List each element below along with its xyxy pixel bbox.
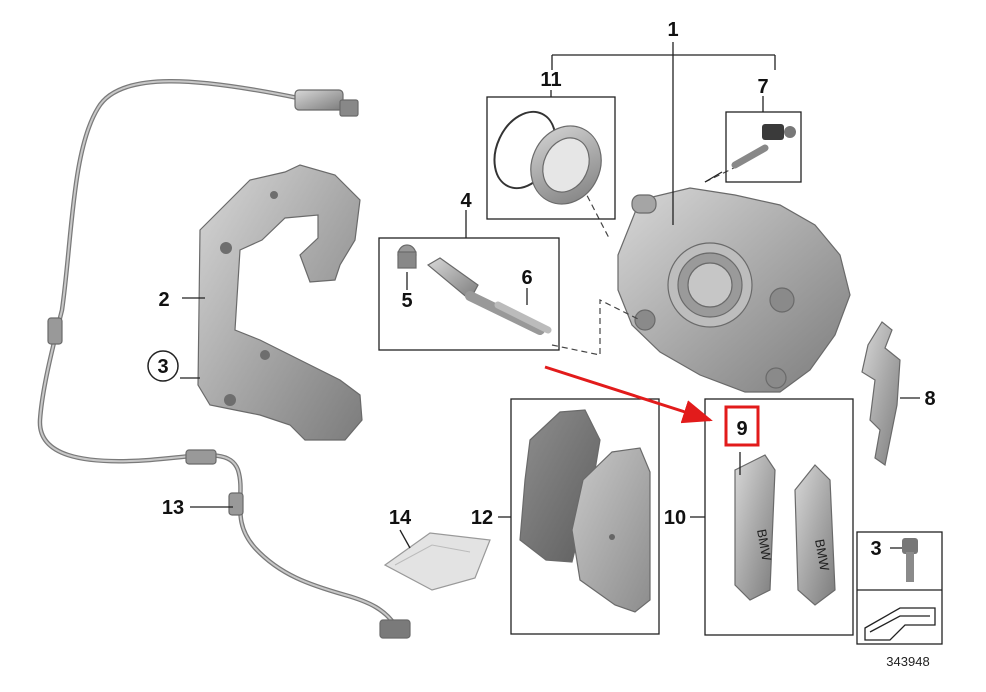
caliper-housing-part xyxy=(617,187,851,393)
bolt-part xyxy=(902,538,918,582)
label-grease-packet: 14 xyxy=(389,507,412,529)
brake-pads-part xyxy=(519,409,651,613)
leader-line xyxy=(704,171,723,183)
wear-sensor-part xyxy=(37,79,411,639)
label-carrier-bolt-inset: 3 xyxy=(870,538,881,560)
bolt-inset-box xyxy=(856,531,943,645)
label-guide-pin: 6 xyxy=(521,267,532,289)
label-carrier: 2 xyxy=(158,289,169,311)
label-bleeder-valve-set: 7 xyxy=(757,76,768,98)
carrier-bolt-circle xyxy=(147,350,179,382)
label-guide-pin-set: 4 xyxy=(460,190,472,212)
caliper-spring-part xyxy=(861,321,901,467)
guide-pin-box xyxy=(378,237,560,351)
highlight-box xyxy=(724,405,760,447)
clip-brand-text: BMW xyxy=(754,528,774,563)
bleeder-valve-part xyxy=(731,124,796,169)
assembly-line xyxy=(551,299,641,356)
leader-line xyxy=(551,42,776,225)
label-piston-seal-kit: 11 xyxy=(540,69,561,91)
label-carrier-bolt: 3 xyxy=(157,356,168,378)
label-clip-set: 10 xyxy=(664,507,686,529)
label-anti-rattle-clip: 9 xyxy=(736,418,747,440)
label-wear-sensor: 13 xyxy=(162,497,184,519)
caliper-carrier-part xyxy=(197,164,363,441)
direction-arrow-icon xyxy=(864,607,936,641)
label-brake-pads: 12 xyxy=(471,507,493,529)
clip-brand-text: BMW xyxy=(812,538,832,573)
label-dust-boot: 5 xyxy=(401,290,412,312)
leader-line xyxy=(399,529,411,549)
label-caliper-spring: 8 xyxy=(924,388,935,410)
highlight-arrow xyxy=(544,365,713,424)
piston-seal-kit-part xyxy=(493,110,602,205)
grease-packet-part xyxy=(383,532,491,591)
anti-rattle-clip-part: BMW BMW xyxy=(734,454,836,606)
guide-pin-set-part xyxy=(397,244,552,335)
diagram-number: 343948 xyxy=(886,654,929,669)
label-caliper-assembly: 1 xyxy=(667,19,678,41)
